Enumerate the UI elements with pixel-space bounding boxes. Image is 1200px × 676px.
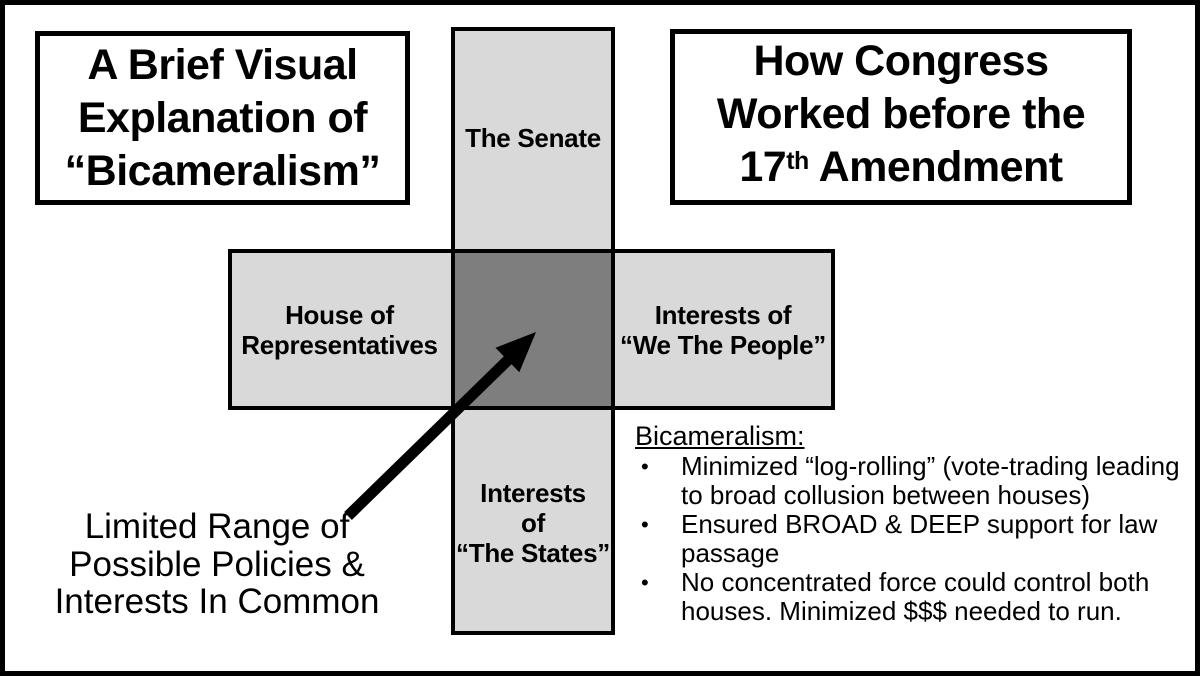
left-title-line3: “Bicameralism”: [64, 146, 381, 195]
caption-line2: Possible Policies &: [69, 544, 365, 584]
left-title-line1: A Brief Visual: [87, 40, 358, 89]
bullet-icon: •: [641, 512, 649, 537]
house-label-line1: House of: [285, 299, 394, 330]
bicameralism-bullet-list: • Minimized “log-rolling” (vote-trading …: [635, 452, 1191, 626]
right-title-box: How Congress Worked before the 17th Amen…: [670, 29, 1132, 205]
right-title-line1: How Congress: [753, 36, 1049, 85]
right-title-rest: Amendment: [808, 142, 1063, 191]
states-label-line1: Interests: [480, 477, 586, 508]
limited-range-caption: Limited Range of Possible Policies & Int…: [17, 508, 417, 621]
caption-line3: Interests In Common: [54, 582, 380, 621]
right-title-line2: Worked before the: [716, 89, 1086, 138]
bullet-text-2: Ensured BROAD & DEEP support for law pas…: [681, 509, 1158, 568]
overlap-region: [451, 249, 615, 410]
right-title-line3: 17th Amendment: [739, 141, 1063, 200]
house-label-line2: Representatives: [241, 329, 438, 360]
right-title-ordinal: th: [786, 147, 809, 176]
list-item: • No concentrated force could control bo…: [635, 568, 1191, 626]
states-label-line2: of: [521, 507, 545, 538]
states-label: Interests of “The States”: [455, 414, 611, 631]
list-item: • Ensured BROAD & DEEP support for law p…: [635, 510, 1191, 568]
left-title-box: A Brief Visual Explanation of “Bicameral…: [35, 31, 410, 205]
list-item: • Minimized “log-rolling” (vote-trading …: [635, 452, 1191, 510]
senate-label: The Senate: [455, 31, 611, 245]
bullet-icon: •: [641, 454, 649, 479]
people-label-line1: Interests of: [654, 299, 792, 330]
caption-line1: Limited Range of: [84, 507, 350, 546]
states-label-line3: “The States”: [456, 537, 610, 568]
senate-label-text: The Senate: [465, 123, 601, 153]
people-label-line2: “We The People”: [620, 329, 826, 360]
right-title-number: 17: [739, 142, 787, 191]
left-title-line2: Explanation of: [77, 93, 368, 142]
bicameralism-heading: Bicameralism:: [635, 421, 805, 451]
bullet-icon: •: [641, 570, 649, 595]
house-label: House of Representatives: [232, 253, 447, 406]
bullet-text-1: Minimized “log-rolling” (vote-trading le…: [681, 451, 1180, 510]
bullet-text-3: No concentrated force could control both…: [681, 567, 1150, 626]
bicameralism-notes: Bicameralism: • Minimized “log-rolling” …: [635, 422, 1191, 626]
people-label: Interests of “We The People”: [615, 253, 831, 406]
